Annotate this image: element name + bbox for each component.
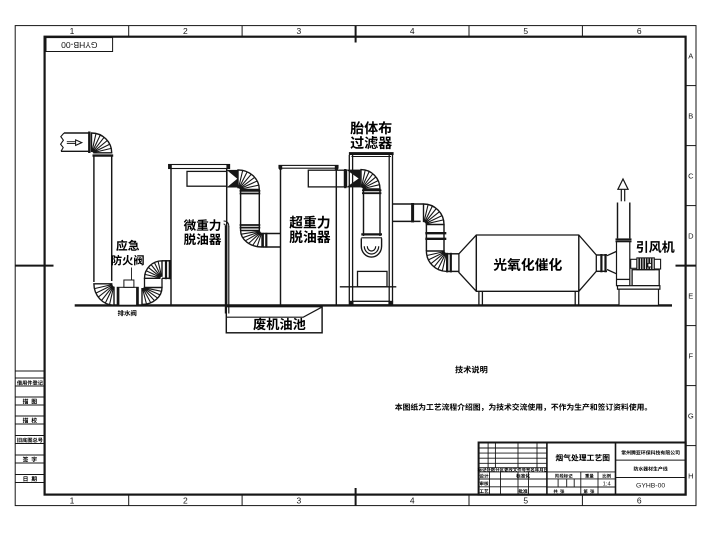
svg-text:GYHB-00: GYHB-00 — [61, 40, 98, 50]
svg-text:C: C — [688, 171, 694, 180]
svg-text:1: 1 — [70, 26, 75, 36]
svg-text:2: 2 — [183, 495, 188, 505]
svg-text:A: A — [688, 51, 693, 60]
svg-text:4: 4 — [410, 26, 415, 36]
svg-text:G: G — [688, 411, 694, 420]
svg-text:3: 3 — [297, 495, 302, 505]
svg-text:1:4: 1:4 — [603, 482, 612, 488]
svg-text:F: F — [689, 351, 694, 360]
svg-text:6: 6 — [637, 26, 642, 36]
svg-text:D: D — [688, 231, 694, 240]
svg-text:4: 4 — [410, 495, 415, 505]
svg-text:5: 5 — [523, 26, 528, 36]
svg-text:3: 3 — [297, 26, 302, 36]
svg-text:H: H — [688, 471, 693, 480]
svg-text:2: 2 — [183, 26, 188, 36]
svg-text:5: 5 — [523, 495, 528, 505]
svg-text:GYHB-00: GYHB-00 — [636, 483, 665, 490]
svg-text:6: 6 — [637, 495, 642, 505]
svg-text:1: 1 — [70, 495, 75, 505]
svg-text:E: E — [688, 291, 693, 300]
svg-text:B: B — [688, 111, 693, 120]
